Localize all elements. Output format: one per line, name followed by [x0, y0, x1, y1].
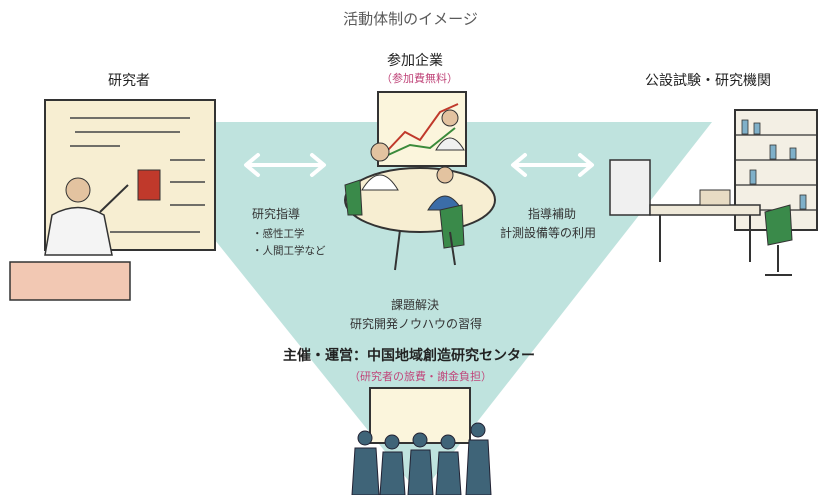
arrow-researcher-company [244, 153, 326, 177]
researcher-label: 研究者 [108, 73, 150, 89]
center-label: 主催・運営：中国地域創造研究センター [283, 348, 535, 364]
arrow-company-institute [511, 153, 594, 177]
left-relation-line2: ・感性工学 [252, 228, 305, 240]
institute-label: 公設試験・研究機関 [645, 73, 771, 89]
bottom-relation-line2: 研究開発ノウハウの習得 [350, 317, 483, 331]
arrow-institute-center [581, 292, 637, 350]
left-relation-line1: 研究指導 [252, 207, 301, 221]
relationship-triangle [120, 122, 712, 495]
right-relation-line2: 計測設備等の利用 [500, 226, 597, 240]
arrow-researcher-center [203, 292, 262, 350]
diagram-title: 活動体制のイメージ [343, 10, 478, 28]
left-relation-line3: ・人間工学など [252, 245, 326, 257]
company-note: （参加費無料） [381, 72, 458, 85]
company-label: 参加企業 [387, 53, 443, 69]
center-note: （研究者の旅費・謝金負担） [349, 370, 492, 383]
right-relation-line1: 指導補助 [528, 207, 577, 221]
institute-lab-illustration [609, 109, 818, 276]
company-meeting-illustration [344, 91, 496, 271]
bottom-relation-line1: 課題解決 [391, 298, 440, 312]
researcher-illustration [9, 99, 216, 301]
center-meeting-illustration [351, 387, 492, 495]
